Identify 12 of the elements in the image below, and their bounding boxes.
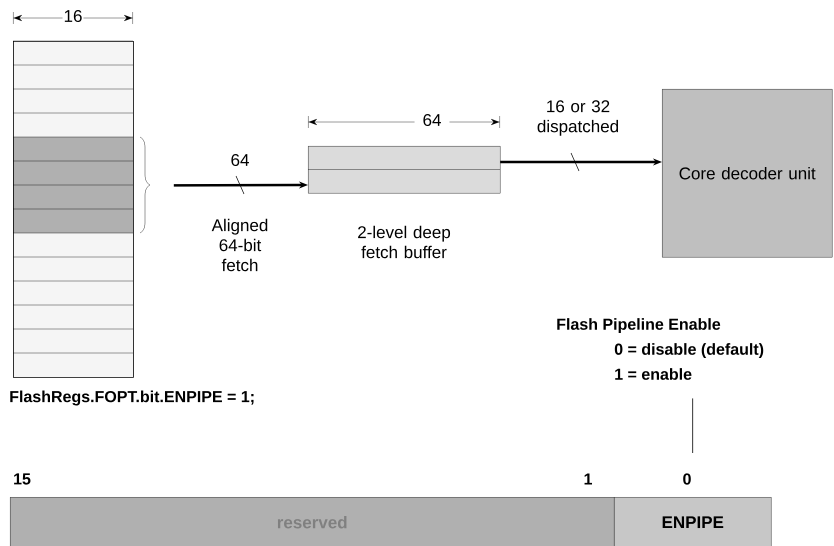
register-field: ENPIPE [614, 497, 772, 546]
dimension-label: 16 [62, 8, 84, 24]
note-text: Flash Pipeline Enable 0 = disable (default) 1 = enable [557, 318, 764, 380]
leader-line [692, 398, 694, 454]
memory-stack [12, 40, 150, 378]
edge-label: 16 or 32 dispatched [538, 100, 618, 136]
decoder-box: Core decoder unit [662, 89, 832, 258]
edge-label: 64 [231, 154, 249, 166]
dimension-label: 64 [414, 112, 450, 128]
buffer-caption: 2-level deep fetch buffer [358, 226, 450, 258]
caption-text: Aligned 64-bit fetch [212, 218, 268, 272]
bit-number: 1 [584, 474, 592, 484]
